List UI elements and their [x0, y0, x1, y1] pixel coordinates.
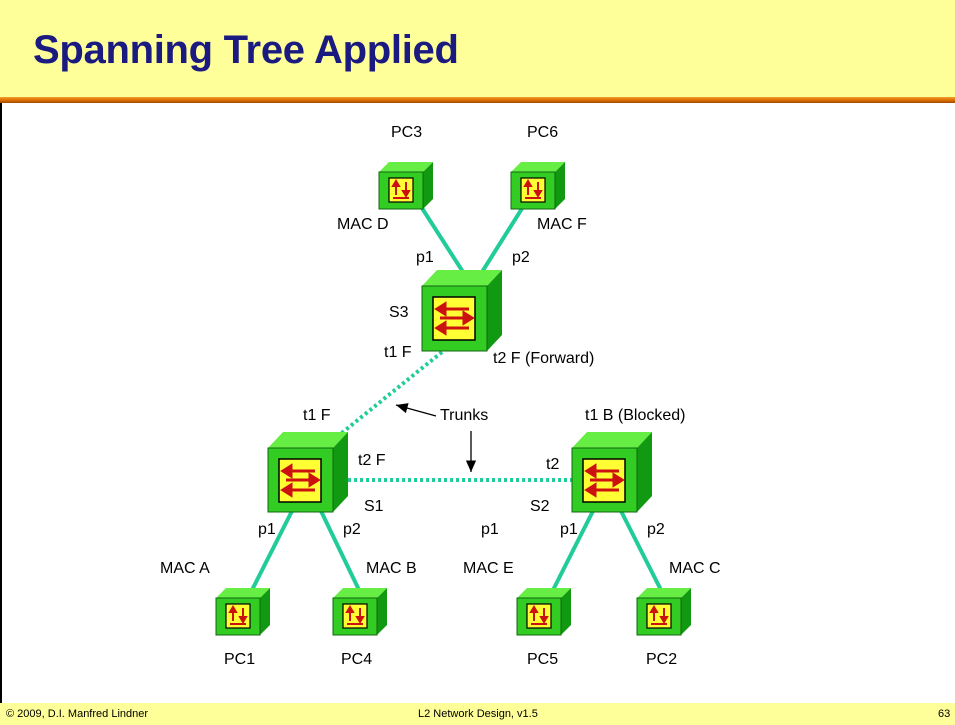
access-links — [249, 189, 664, 593]
pc3-name-label: PC3 — [391, 124, 423, 141]
s3-name-label: S3 — [389, 304, 409, 321]
pc4-name-label: PC4 — [341, 651, 373, 668]
slide-left-border — [0, 0, 2, 725]
trunk-s3-s1 — [336, 350, 444, 438]
s1-p1-label: p1 — [258, 521, 276, 538]
pc-icon — [391, 179, 411, 199]
page-number: 63 — [938, 708, 951, 720]
slide-title: Spanning Tree Applied — [33, 28, 459, 72]
s2-p1-label: p1 — [560, 521, 578, 538]
switch-arrows-icon — [434, 301, 475, 336]
pc5-name-label: PC5 — [527, 651, 559, 668]
pc1-mac-label: MAC A — [160, 560, 210, 577]
pc6-name-label: PC6 — [527, 124, 559, 141]
pc-icon — [523, 179, 543, 199]
pc2-mac-label: MAC C — [669, 560, 721, 577]
trunks-annotation: Trunks — [440, 407, 489, 424]
pc-box-pc4 — [332, 588, 387, 636]
s1-t1-label: t1 F — [303, 407, 331, 424]
link-s2-pc2 — [618, 508, 664, 593]
pc2-name-label: PC2 — [646, 651, 678, 668]
pc-icon — [649, 605, 669, 625]
title-rule — [0, 97, 955, 103]
pc3-mac-label: MAC D — [337, 216, 389, 233]
pc1-name-label: PC1 — [224, 651, 256, 668]
link-s1-pc1 — [249, 508, 295, 593]
switch-arrows-icon — [584, 463, 625, 498]
trunks-arrow-left — [395, 403, 437, 417]
s2-name-label: S2 — [530, 498, 550, 515]
s3-t2-label: t2 F (Forward) — [493, 350, 595, 367]
pc5-mac-label: MAC E — [463, 560, 514, 577]
s1-t2-label: t2 F — [358, 452, 386, 469]
pc-box-pc3 — [378, 162, 433, 210]
s2-p2-label: p2 — [647, 521, 665, 538]
s1-name-label: S1 — [364, 498, 384, 515]
s2-t1-label: t1 B (Blocked) — [585, 407, 686, 424]
pc-box-pc5 — [516, 588, 571, 636]
pc6-mac-label: MAC F — [537, 216, 587, 233]
pc-icon — [228, 605, 248, 625]
footer-course: L2 Network Design, v1.5 — [418, 708, 538, 720]
switch-s3 — [421, 270, 502, 352]
s3-t1-label: t1 F — [384, 344, 412, 361]
pc-icon — [345, 605, 365, 625]
pc-box-pc2 — [636, 588, 691, 636]
link-s1-pc4 — [318, 508, 362, 593]
pc-box-pc1 — [215, 588, 270, 636]
switch-s2 — [571, 432, 652, 513]
s3-p1-label: p1 — [416, 249, 434, 266]
pc4-mac-label: MAC B — [366, 560, 417, 577]
s2-t2-label: t2 — [546, 456, 560, 473]
slide-footer: © 2009, D.I. Manfred Lindner L2 Network … — [0, 703, 955, 725]
switch-arrows-icon — [280, 463, 321, 498]
footer-copyright: © 2009, D.I. Manfred Lindner — [6, 708, 149, 720]
trunk-links — [336, 350, 572, 482]
pc-icon — [529, 605, 549, 625]
title-bar: Spanning Tree Applied — [0, 0, 955, 98]
pc-box-pc6 — [510, 162, 565, 210]
switch-s1 — [267, 432, 348, 513]
s1-p2-label: p2 — [343, 521, 361, 538]
s2-p1-extra-label: p1 — [481, 521, 499, 538]
link-s2-pc5 — [550, 508, 596, 593]
s3-p2-label: p2 — [512, 249, 530, 266]
